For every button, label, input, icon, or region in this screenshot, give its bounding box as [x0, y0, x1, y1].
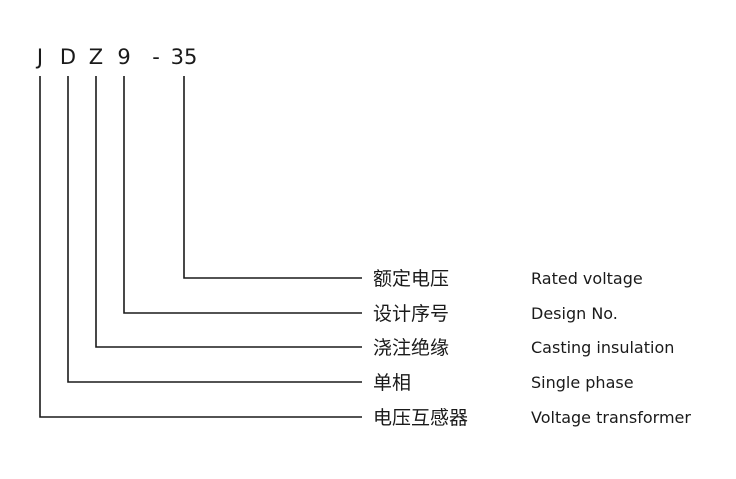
code-char-dash: - — [152, 45, 160, 69]
legend-en-single-phase: Single phase — [531, 373, 634, 392]
code-row: J D Z 9 - 35 — [35, 45, 197, 69]
code-char-35: 35 — [171, 45, 198, 69]
legend-cn-single-phase: 单相 — [373, 372, 411, 394]
legend-cn-design-no: 设计序号 — [373, 303, 449, 325]
legend-en-design-no: Design No. — [531, 304, 618, 323]
code-char-z: Z — [89, 45, 103, 69]
code-char-9: 9 — [117, 45, 130, 69]
leader-line-design-no — [123, 76, 362, 314]
leader-line-single-phase — [67, 76, 362, 383]
legend-cn-casting-insulation: 浇注绝缘 — [373, 337, 449, 359]
legend-en-voltage-transformer: Voltage transformer — [531, 408, 691, 427]
legend-labels: 额定电压 Rated voltage 设计序号 Design No. 浇注绝缘 … — [373, 268, 691, 429]
leader-line-rated-voltage — [183, 76, 362, 279]
code-char-j: J — [35, 45, 43, 69]
legend-cn-rated-voltage: 额定电压 — [373, 268, 449, 290]
leader-line-voltage-transformer — [39, 76, 362, 418]
legend-en-casting-insulation: Casting insulation — [531, 338, 674, 357]
code-char-d: D — [60, 45, 76, 69]
leader-lines — [39, 76, 362, 418]
legend-cn-voltage-transformer: 电压互感器 — [373, 407, 468, 429]
legend-en-rated-voltage: Rated voltage — [531, 269, 643, 288]
leader-line-casting-insulation — [95, 76, 362, 348]
